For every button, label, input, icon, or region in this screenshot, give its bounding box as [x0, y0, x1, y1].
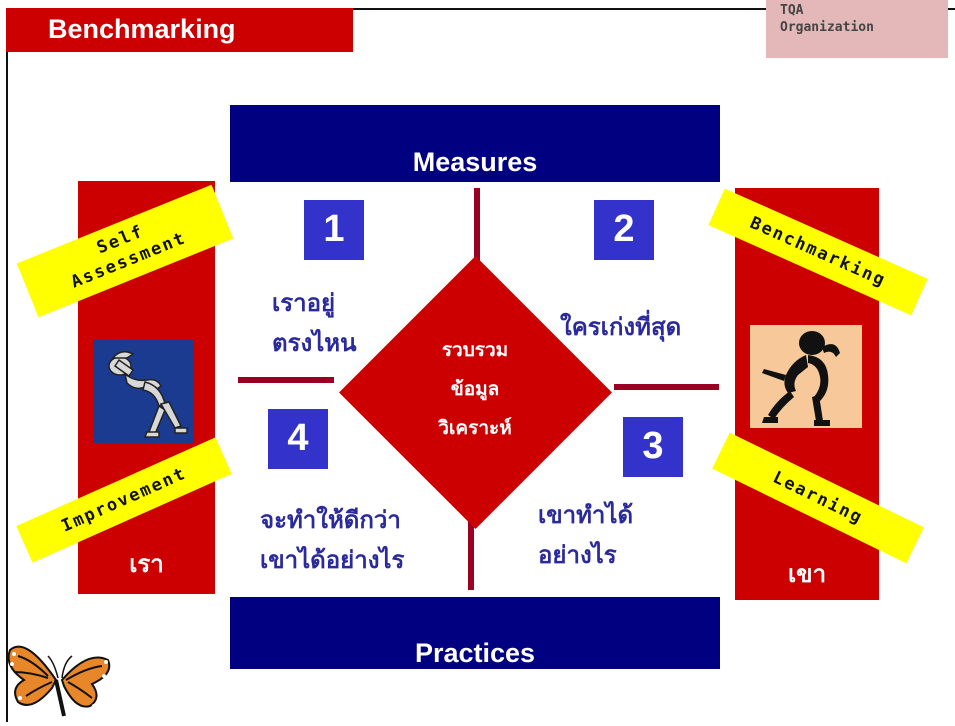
step-4-text: จะทำให้ดีกว่า เขาได้อย่างไร	[260, 500, 404, 580]
right-panel-label: เขา	[787, 560, 827, 588]
step-3-badge: 3	[623, 417, 683, 477]
connector-top	[474, 188, 480, 266]
man-thinking-silhouette-icon	[750, 325, 862, 428]
center-diamond: รวบรวม ข้อมูล วิเคราะห์	[338, 255, 612, 529]
practices-band	[230, 597, 720, 669]
org-tag-box	[766, 0, 948, 58]
man-scratching-head-icon	[93, 340, 193, 443]
diamond-text: รวบรวม ข้อมูล วิเคราะห์	[338, 331, 612, 448]
measures-band	[230, 105, 720, 182]
diamond-line-3: วิเคราะห์	[438, 417, 512, 439]
diamond-line-1: รวบรวม	[441, 339, 509, 361]
step-4-badge: 4	[268, 409, 328, 469]
step-3-text: เขาทำได้ อย่างไร	[538, 495, 633, 575]
step-3-line-2: อย่างไร	[538, 541, 617, 569]
step-4-line-2: เขาได้อย่างไร	[260, 546, 405, 574]
connector-right	[614, 384, 719, 390]
title-bar	[6, 8, 353, 52]
step-2-line-1: ใครเก่งที่สุด	[560, 313, 682, 341]
step-2-badge: 2	[594, 200, 654, 260]
practices-label: Practices	[414, 638, 536, 668]
org-tag-text: TQA Organization	[780, 3, 874, 35]
butterfly-icon	[6, 636, 114, 722]
step-4-line-1: จะทำให้ดีกว่า	[260, 506, 401, 534]
connector-bottom	[468, 520, 474, 590]
measures-label: Measures	[412, 147, 538, 177]
step-2-text: ใครเก่งที่สุด	[560, 307, 681, 347]
step-1-badge: 1	[304, 200, 364, 260]
diamond-line-2: ข้อมูล	[450, 378, 500, 400]
connector-left	[238, 377, 334, 383]
left-panel-label: เรา	[129, 550, 164, 578]
step-3-line-1: เขาทำได้	[538, 501, 634, 529]
step-1-text: เราอยู่ ตรงไหน	[272, 283, 357, 363]
step-1-line-1: เราอยู่	[272, 289, 336, 317]
slide-frame	[6, 8, 955, 722]
page-title: Benchmarking	[48, 14, 236, 44]
step-1-line-2: ตรงไหน	[272, 329, 357, 357]
